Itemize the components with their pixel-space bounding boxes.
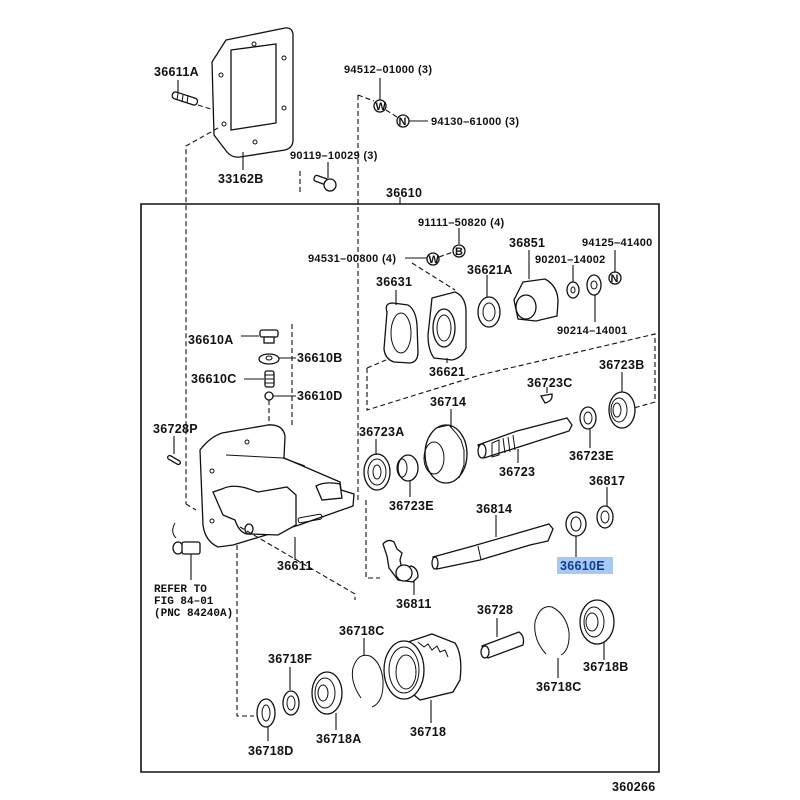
highlight-box-36610E — [557, 557, 613, 574]
svg-text:W: W — [376, 101, 387, 113]
label-36610A[interactable]: 36610A — [188, 333, 234, 347]
label-94512-01000[interactable]: 94512–01000 (3) — [344, 64, 432, 76]
label-36811[interactable]: 36811 — [396, 597, 432, 611]
svg-text:N: N — [611, 273, 619, 285]
label-36723A[interactable]: 36723A — [359, 425, 405, 439]
label-36621[interactable]: 36621 — [429, 365, 465, 379]
reference-note-line2[interactable]: FIG 84–01 — [154, 596, 214, 608]
gasket-36631[interactable] — [383, 302, 419, 364]
label-36718A[interactable]: 36718A — [316, 732, 362, 746]
plug-36610A[interactable] — [259, 329, 279, 344]
label-36718B[interactable]: 36718B — [583, 660, 629, 674]
gasket-plate[interactable] — [211, 27, 294, 158]
seal-36621A[interactable] — [477, 296, 501, 328]
gear-36714[interactable] — [423, 424, 468, 484]
label-36851[interactable]: 36851 — [509, 236, 545, 250]
label-36610[interactable]: 36610 — [386, 186, 422, 200]
bearing-36723B[interactable] — [608, 391, 636, 429]
label-36723[interactable]: 36723 — [499, 465, 535, 479]
label-90119-10029[interactable]: 90119–10029 (3) — [290, 150, 378, 162]
label-36631[interactable]: 36631 — [376, 275, 412, 289]
label-94531-00800[interactable]: 94531–00800 (4) — [308, 253, 396, 265]
label-94125-41400[interactable]: 94125–41400 — [582, 237, 653, 249]
label-36611A[interactable]: 36611A — [154, 65, 199, 79]
label-36723E-right[interactable]: 36723E — [569, 449, 614, 463]
label-36718C-left[interactable]: 36718C — [339, 624, 385, 638]
label-36718F[interactable]: 36718F — [268, 652, 312, 666]
svg-text:B: B — [455, 246, 463, 258]
shaft-36723[interactable] — [477, 417, 573, 459]
switch-reference[interactable] — [172, 522, 201, 555]
washer-90201[interactable] — [566, 281, 580, 299]
label-36718D[interactable]: 36718D — [248, 744, 294, 758]
label-36723C[interactable]: 36723C — [527, 376, 573, 390]
label-36610C[interactable]: 36610C — [191, 372, 237, 386]
snap-ring-36718C-left[interactable] — [351, 654, 384, 708]
label-36728P[interactable]: 36728P — [153, 422, 198, 436]
bearing-36718B[interactable] — [579, 599, 615, 645]
label-36718[interactable]: 36718 — [410, 725, 446, 739]
washer-marker-94512[interactable]: W — [373, 99, 387, 113]
seal-36817[interactable] — [596, 505, 614, 529]
label-33162B[interactable]: 33162B — [218, 172, 264, 186]
washer-90214[interactable] — [586, 274, 602, 296]
key-36723C[interactable] — [539, 393, 553, 404]
reference-note-line3[interactable]: (PNC 84240A) — [154, 608, 233, 620]
label-36610D[interactable]: 36610D — [297, 389, 343, 403]
washer-36718F[interactable] — [282, 690, 300, 716]
washer-36718D[interactable] — [256, 698, 276, 728]
bearing-36723A[interactable] — [363, 453, 391, 491]
label-94130-61000[interactable]: 94130–61000 (3) — [431, 116, 519, 128]
label-36817[interactable]: 36817 — [589, 474, 625, 488]
retainer-36621[interactable] — [427, 291, 467, 361]
label-36814[interactable]: 36814 — [476, 502, 512, 516]
shaft-36814[interactable] — [431, 523, 554, 570]
label-36718C-right[interactable]: 36718C — [536, 680, 582, 694]
label-36723B[interactable]: 36723B — [599, 358, 645, 372]
bolt-90119[interactable] — [313, 174, 337, 192]
label-36714[interactable]: 36714 — [430, 395, 466, 409]
label-36610B[interactable]: 36610B — [297, 351, 343, 365]
flange-36851[interactable] — [513, 278, 559, 322]
reference-note-line1: REFER TO — [154, 584, 207, 596]
svg-text:W: W — [429, 254, 440, 266]
shaft-36728[interactable] — [480, 631, 525, 659]
label-36728[interactable]: 36728 — [477, 603, 513, 617]
label-91111-50820[interactable]: 91111–50820 (4) — [418, 217, 505, 229]
case-36611[interactable] — [199, 424, 355, 548]
bolt-marker-91111[interactable]: B — [452, 244, 466, 258]
oil-seal-36610E[interactable] — [565, 511, 587, 537]
nut-marker-94125[interactable]: N — [608, 271, 622, 285]
ball-36610D[interactable] — [264, 391, 274, 401]
spacer-36723E-left[interactable] — [396, 454, 419, 482]
pin-36728P[interactable] — [167, 454, 181, 466]
seal-36723E-right[interactable] — [579, 406, 597, 430]
gear-36718[interactable] — [383, 633, 462, 701]
label-36610E[interactable]: 36610E — [560, 559, 605, 573]
fork-36811[interactable] — [382, 539, 419, 583]
svg-text:N: N — [399, 116, 407, 128]
snap-ring-36718C-right[interactable] — [534, 606, 570, 656]
nut-marker-94130[interactable]: N — [396, 114, 410, 128]
gasket-36610B[interactable] — [258, 353, 280, 365]
assembly-frame — [140, 203, 660, 773]
label-90201-14002[interactable]: 90201–14002 — [535, 254, 606, 266]
label-36611[interactable]: 36611 — [277, 559, 313, 573]
washer-marker-94531[interactable]: W — [426, 252, 440, 266]
bearing-36718A[interactable] — [311, 671, 343, 715]
figure-code: 360266 — [612, 780, 656, 794]
stud-36611A[interactable] — [171, 91, 199, 106]
label-36723E-left[interactable]: 36723E — [389, 499, 434, 513]
spring-36610C[interactable] — [264, 370, 275, 388]
label-36621A[interactable]: 36621A — [467, 263, 513, 277]
label-90214-14001[interactable]: 90214–14001 — [557, 325, 628, 337]
